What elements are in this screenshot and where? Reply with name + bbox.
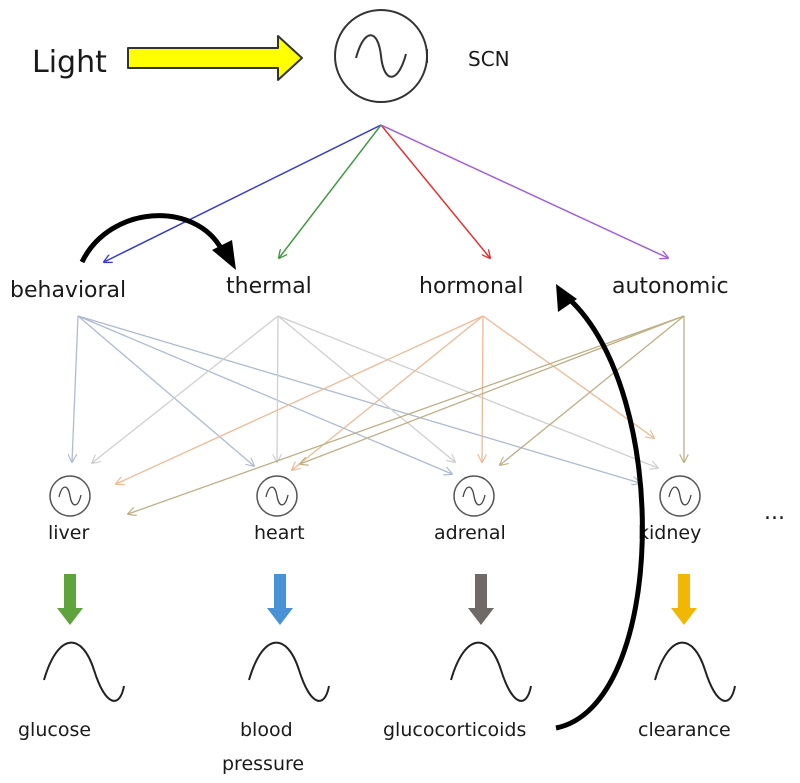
organ-label-adrenal: adrenal xyxy=(434,522,506,544)
autonomic-to-adrenal-arrow xyxy=(500,315,685,465)
scn-to-thermal-arrow xyxy=(279,124,382,258)
light-arrow xyxy=(127,35,303,81)
liver-output-arrow xyxy=(57,574,83,625)
behavioral-to-liver-arrow xyxy=(72,315,79,462)
behavioral-to-kidney-arrow xyxy=(77,315,640,483)
organ-clock-adrenal-icon xyxy=(453,475,495,517)
thermal-to-liver-arrow xyxy=(92,315,279,463)
glucose-rhythm-wave-icon xyxy=(43,641,125,702)
blood-pressure-rhythm-wave-icon xyxy=(248,641,330,702)
more-organs-ellipsis: ... xyxy=(764,500,785,525)
scn-clock-icon xyxy=(334,9,428,103)
clearance-rhythm-wave-icon xyxy=(654,641,736,702)
pathway-to-organ-arrows xyxy=(72,315,685,514)
pathway-label-hormonal: hormonal xyxy=(419,274,524,299)
light-label: Light xyxy=(32,45,107,80)
heart-output-arrow xyxy=(267,574,293,625)
pathway-label-thermal: thermal xyxy=(226,274,312,299)
hormonal-to-kidney-arrow xyxy=(482,315,654,438)
output-label-glucose: glucose xyxy=(18,719,91,741)
thermal-to-kidney-arrow xyxy=(277,315,658,468)
scn-to-behavioral-arrow xyxy=(104,124,382,262)
glucocorticoids-to-hormonal-feedback-arrow xyxy=(555,284,645,731)
kidney-output-arrow xyxy=(671,574,697,625)
autonomic-to-heart-arrow xyxy=(300,315,685,464)
behavioral-to-adrenal-arrow xyxy=(77,315,452,474)
behavioral-to-heart-arrow xyxy=(77,315,254,466)
hormonal-to-liver-arrow xyxy=(116,315,484,484)
output-label-blood: blood xyxy=(240,719,293,741)
pathway-label-autonomic: autonomic xyxy=(612,274,729,299)
hormonal-to-adrenal-arrow xyxy=(482,315,483,462)
scn-label: SCN xyxy=(468,47,510,71)
autonomic-to-liver-arrow xyxy=(128,315,685,514)
scn-to-hormonal-arrow xyxy=(380,124,490,258)
organ-label-heart: heart xyxy=(254,522,305,544)
organ-clock-liver-icon xyxy=(49,475,91,517)
adrenal-output-arrow xyxy=(468,574,494,625)
glucocorticoids-rhythm-wave-icon xyxy=(450,641,532,702)
organ-clock-heart-icon xyxy=(256,475,298,517)
thermal-to-adrenal-arrow xyxy=(277,315,455,462)
thermal-to-heart-arrow xyxy=(277,315,278,462)
output-label-pressure: pressure xyxy=(222,753,304,775)
scn-to-autonomic-arrow xyxy=(380,124,668,258)
scn-output-arrows xyxy=(104,124,668,262)
pathway-label-behavioral: behavioral xyxy=(10,278,126,303)
organ-label-kidney: kidney xyxy=(638,522,701,544)
organ-clock-kidney-icon xyxy=(659,475,701,517)
behavioral-to-thermal-feedback-arrow xyxy=(79,213,236,270)
organ-label-liver: liver xyxy=(48,522,89,544)
output-label-glucocorticoids: glucocorticoids xyxy=(383,719,526,741)
output-label-clearance: clearance xyxy=(638,719,731,741)
